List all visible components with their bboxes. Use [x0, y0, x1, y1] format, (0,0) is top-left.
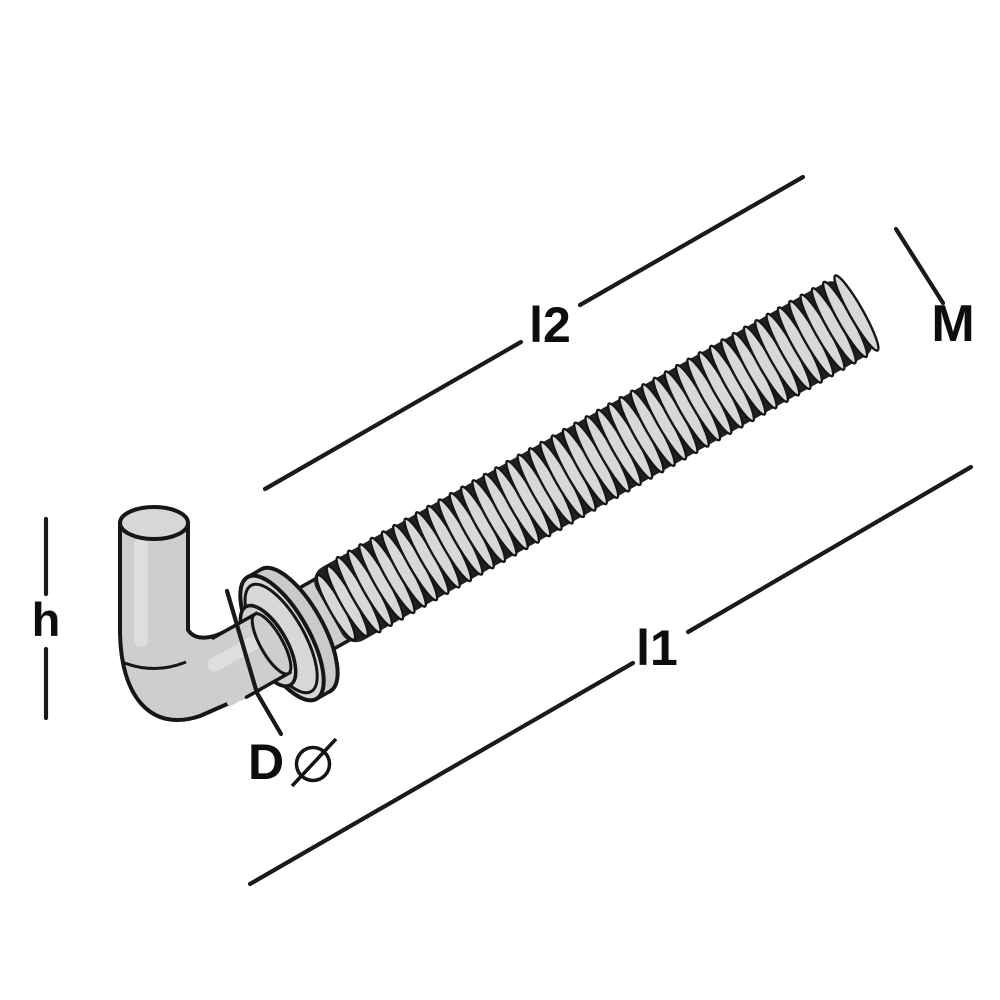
d-leader-line — [224, 588, 284, 737]
l1-dimension-line-right — [685, 464, 974, 635]
label-l2: l2 — [529, 297, 571, 353]
l2-dimension-line-right — [577, 174, 806, 308]
thread-ridges — [315, 274, 880, 642]
thread-ridge — [833, 274, 880, 352]
label-m: M — [931, 295, 974, 353]
dimension-lines — [43, 174, 974, 887]
l2-dimension-line-left — [262, 339, 524, 492]
m-leader-line — [893, 226, 946, 306]
washer-flange — [238, 565, 340, 703]
l1-dimension-line-left — [247, 660, 636, 887]
shaft-assembly — [195, 274, 880, 707]
pin-shank-edges — [211, 611, 292, 699]
label-d: D — [248, 734, 284, 790]
label-l1: l1 — [636, 620, 678, 676]
hook-bend-contour — [121, 660, 187, 670]
hook-top-cap — [118, 505, 190, 541]
label-h: h — [32, 593, 61, 646]
pin-highlight — [207, 631, 269, 672]
pin-boss-junction — [250, 612, 293, 676]
diameter-icon — [290, 737, 338, 788]
dimension-labels: l2 M l1 h D — [32, 295, 975, 790]
